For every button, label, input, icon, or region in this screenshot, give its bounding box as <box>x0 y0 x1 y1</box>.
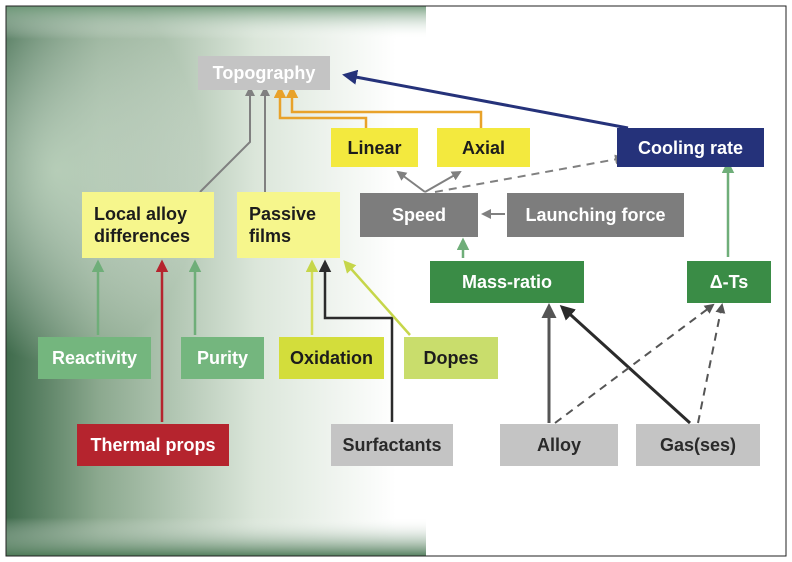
node-surfactants-label: Surfactants <box>342 435 442 455</box>
node-axial-label: Axial <box>461 137 506 158</box>
frame-border <box>5 5 787 557</box>
arrow-axial-to-topography <box>285 85 483 132</box>
node-alloy-label: Alloy <box>536 435 581 455</box>
node-surfactants: Surfactants <box>331 424 453 466</box>
arrow-surfactants-to-passive <box>318 259 394 422</box>
node-oxidation: Oxidation <box>279 337 384 379</box>
node-mass-ratio-label: Mass-ratio <box>461 272 553 292</box>
node-topography: Topography <box>198 56 330 90</box>
node-passive-films-line1: Passive <box>249 204 317 224</box>
node-cooling-rate: Cooling rate <box>617 128 764 167</box>
node-linear-label: Linear <box>347 137 402 158</box>
node-delta-ts: Δ-Ts <box>687 261 771 303</box>
node-topography-label: Topography <box>212 63 316 83</box>
node-cooling-rate-label: Cooling rate <box>637 137 743 158</box>
arrow-speed-to-linear <box>396 170 426 193</box>
node-reactivity-label: Reactivity <box>51 348 138 368</box>
node-thermal-props: Thermal props <box>77 424 229 466</box>
node-purity: Purity <box>181 337 264 379</box>
node-oxidation-label: Oxidation <box>289 348 373 368</box>
node-launching-force-label: Launching force <box>525 205 666 225</box>
node-launching-force: Launching force <box>507 193 684 237</box>
node-passive-films-line2: films <box>249 226 292 246</box>
node-local-alloy: Local alloy differences <box>82 192 214 258</box>
node-gases-label: Gas(ses) <box>659 435 737 455</box>
arrow-gases-to-deltats <box>697 303 726 424</box>
node-dopes-label: Dopes <box>423 348 479 368</box>
arrow-alloy-to-deltats <box>554 303 715 424</box>
arrow-cooling-to-topography <box>342 69 629 130</box>
arrow-linear-to-topography <box>273 85 368 132</box>
node-purity-label: Purity <box>196 348 248 368</box>
arrow-localalloy-to-topography <box>199 86 255 193</box>
node-speed-label: Speed <box>391 205 447 225</box>
node-dopes: Dopes <box>404 337 498 379</box>
node-delta-ts-label: Δ-Ts <box>709 272 749 292</box>
node-speed: Speed <box>360 193 478 237</box>
node-mass-ratio: Mass-ratio <box>430 261 584 303</box>
arrow-speed-to-cooling <box>434 154 625 193</box>
node-passive-films: Passive films <box>237 192 340 258</box>
node-linear: Linear <box>331 128 418 167</box>
node-reactivity: Reactivity <box>38 337 151 379</box>
node-axial: Axial <box>437 128 530 167</box>
node-gases: Gas(ses) <box>636 424 760 466</box>
node-thermal-props-label: Thermal props <box>90 435 216 455</box>
arrow-speed-to-axial <box>424 171 462 193</box>
node-local-alloy-line2: differences <box>94 226 191 246</box>
node-local-alloy-line1: Local alloy <box>94 204 188 224</box>
arrow-dopes-to-passive <box>343 260 411 336</box>
arrow-gases-to-massratio <box>559 304 692 425</box>
node-alloy: Alloy <box>500 424 618 466</box>
